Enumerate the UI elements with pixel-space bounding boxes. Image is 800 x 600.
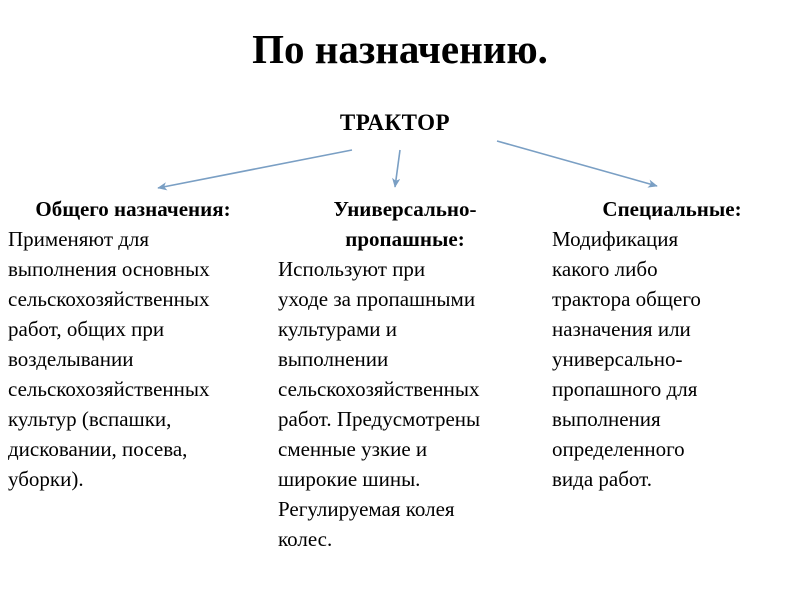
diagram-root-node: ТРАКТОР [339,110,451,135]
body-line: Регулируемая колея [278,497,455,521]
body-line: назначения или [552,317,691,341]
body-line: сельскохозяйственных [8,377,210,401]
branch-heading-special: Специальные: [602,197,742,221]
branch-body-universal-row-crop: Используют при уходе за пропашными культ… [274,254,536,554]
branch-column-general: Общего назначения: Применяют для выполне… [4,194,262,494]
body-line: широкие шины. [278,467,421,491]
body-line: выполнения [552,407,661,431]
body-line: уборки). [8,467,84,491]
body-line: выполнении [278,347,389,371]
body-line: выполнения основных [8,257,210,281]
body-line: сельскохозяйственных [8,287,210,311]
body-line: универсально- [552,347,683,371]
heading-line: Универсально- [333,197,477,221]
body-line: пропашного для [552,377,698,401]
body-line: уходе за пропашными [278,287,476,311]
body-line: культурами и [278,317,397,341]
body-line: Модификация [552,227,679,251]
body-line: сельскохозяйственных [278,377,480,401]
branch-column-universal-row-crop: Универсально- пропашные: Используют при … [274,194,536,554]
branch-body-general: Применяют для выполнения основных сельск… [4,224,262,494]
arrow-to-middle-branch [392,149,401,188]
body-line: работ. Предусмотрены [278,407,481,431]
branch-body-special: Модификация какого либо трактора общего … [548,224,796,494]
heading-line: пропашные: [345,227,465,251]
body-line: сменные узкие и [278,437,428,461]
arrow-to-left-branch [157,149,353,191]
body-line: возделывании [8,347,134,371]
body-line: Используют при [278,257,426,281]
body-line: работ, общих при [8,317,165,341]
branch-heading-general: Общего назначения: [35,197,231,221]
body-line: вида работ. [552,467,652,491]
body-line: колес. [278,527,333,551]
arrow-to-right-branch [496,140,658,188]
branch-heading-universal-row-crop: Универсально- пропашные: [274,194,536,254]
body-line: дисковании, посева, [8,437,188,461]
body-line: определенного [552,437,685,461]
branch-column-special: Специальные: Модификация какого либо тра… [548,194,796,494]
body-line: Применяют для [8,227,150,251]
page-title: По назначению. [252,26,548,72]
body-line: трактора общего [552,287,701,311]
body-line: какого либо [552,257,658,281]
body-line: культур (вспашки, [8,407,172,431]
